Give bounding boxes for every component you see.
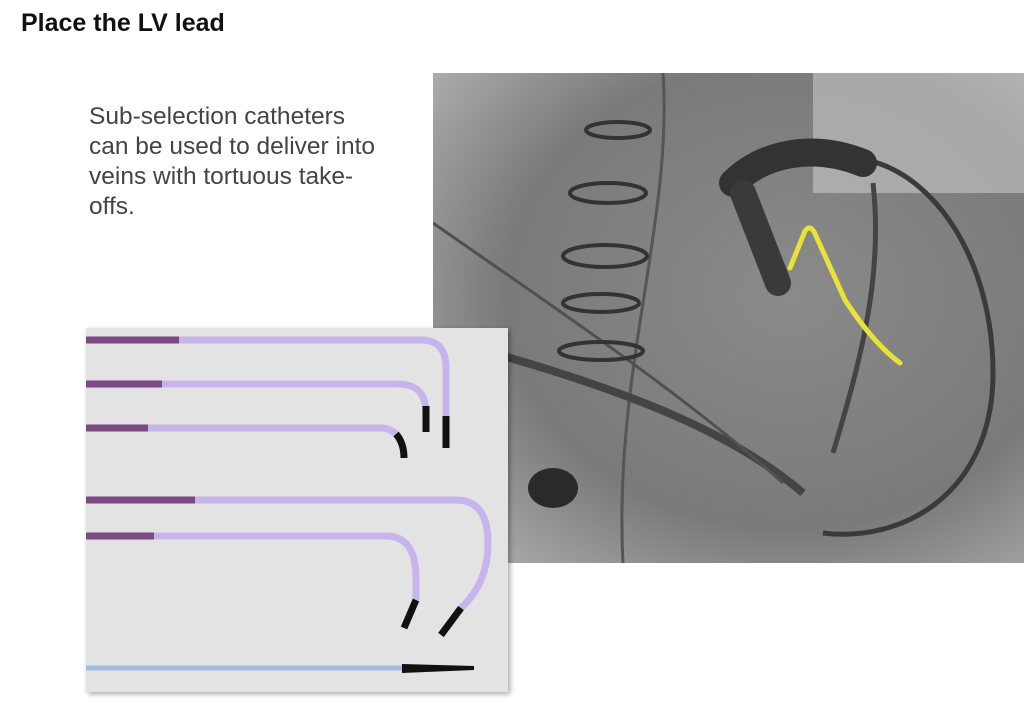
slide-title: Place the LV lead — [21, 9, 225, 37]
slide-body-text: Sub-selection catheters can be used to d… — [89, 103, 376, 220]
lv-lead-highlight — [787, 225, 903, 366]
fluoroscopy-image — [433, 73, 1024, 563]
catheter-photo — [86, 328, 508, 692]
